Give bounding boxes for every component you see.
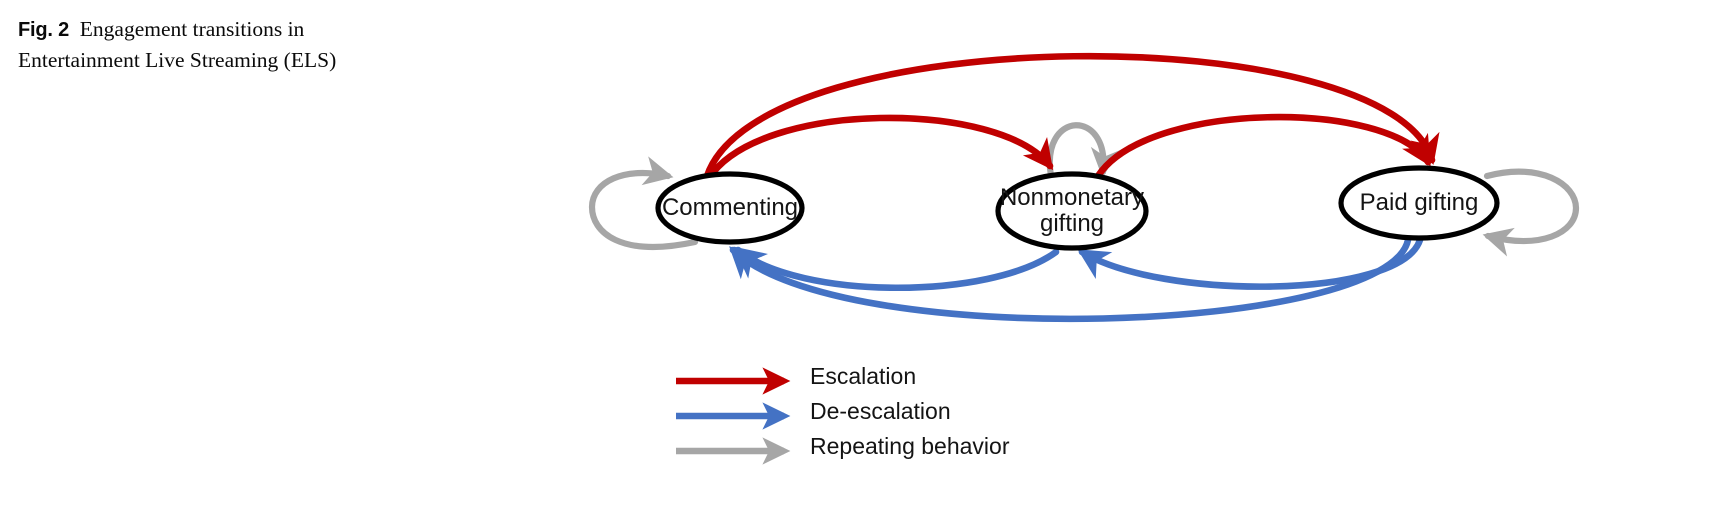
legend-label-de-escalation: De-escalation [810, 398, 951, 424]
figure-caption-text: Engagement transitions in Entertainment … [18, 17, 337, 72]
edge-escalation-commenting-to-paid [703, 52, 1440, 180]
node-nonmonetary-gifting[interactable] [995, 171, 1149, 251]
node-label-nonmonetary-gifting: Nonmonetary gifting [999, 184, 1145, 237]
legend-arrow-escalation-icon [676, 367, 791, 395]
node-commenting[interactable] [655, 171, 805, 245]
legend-arrow-de-escalation-icon [676, 402, 791, 430]
node-paid-gifting[interactable] [1338, 165, 1500, 241]
edge-deescalation-paid-to-commenting [729, 236, 1412, 323]
edge-deescalation-nonmonetary-to-commenting [733, 246, 1060, 291]
legend-item-escalation: Escalation [672, 363, 1152, 398]
edge-escalation-nonmonetary-to-paid [1094, 113, 1432, 180]
legend-label-repeating-behavior: Repeating behavior [810, 433, 1010, 459]
legend-item-repeating-behavior: Repeating behavior [672, 433, 1152, 468]
edge-escalation-commenting-to-nonmonetary [705, 114, 1054, 182]
self-loop-commenting [588, 156, 699, 250]
legend: Escalation De-escalation Repeating behav… [672, 363, 1152, 468]
node-label-commenting: Commenting [661, 194, 799, 221]
node-label-paid-gifting: Paid gifting [1359, 189, 1479, 216]
legend-item-de-escalation: De-escalation [672, 398, 1152, 433]
figure-number: Fig. 2 [18, 19, 70, 41]
figure-caption: Fig. 2 Engagement transitions in Enterta… [18, 14, 350, 75]
legend-label-escalation: Escalation [810, 363, 917, 389]
edge-deescalation-paid-to-nonmonetary [1077, 236, 1424, 290]
self-loop-nonmonetary-gifting [1046, 122, 1121, 180]
self-loop-paid-gifting [1482, 168, 1580, 257]
legend-arrow-repeating-behavior-icon [676, 437, 791, 465]
